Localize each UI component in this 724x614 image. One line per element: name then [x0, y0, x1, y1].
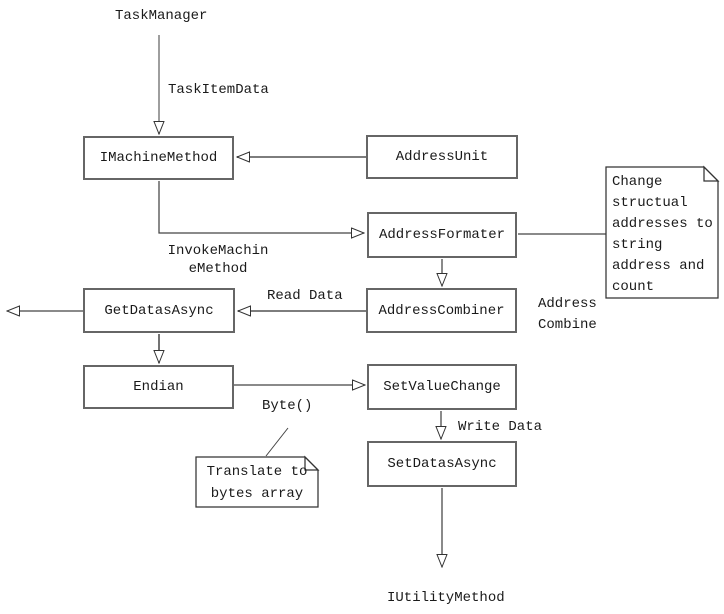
node-getdatasasync: GetDatasAsync [83, 288, 235, 333]
node-addresscombiner: AddressCombiner [366, 288, 517, 333]
note-change-structual-shape [605, 166, 719, 299]
edge-label-byte: Byte() [262, 398, 313, 414]
edge-label-writedata: Write Data [458, 419, 543, 435]
node-setvaluechange: SetValueChange [367, 364, 517, 410]
note-translate-bytes-text: Translate to bytes array [206, 464, 308, 502]
edge-label-invokemachinemethod: InvokeMachin eMethod [167, 243, 269, 277]
node-iutilitymethod-label: IUtilityMethod [387, 590, 505, 606]
node-addressformater: AddressFormater [367, 212, 517, 258]
edge-label-readdata: Read Data [267, 288, 343, 304]
node-addressunit: AddressUnit [366, 135, 518, 179]
edge-label-addresscombine: Address Combine [538, 296, 597, 333]
note-translate-bytes-fold-icon [304, 455, 320, 471]
edge-label-taskitemdata: TaskItemData [168, 82, 269, 98]
edge-imachinemethod-to-addressformater [158, 181, 364, 233]
note-change-structual-text: Change structual addresses to string add… [612, 174, 713, 295]
node-imachinemethod: IMachineMethod [83, 136, 234, 180]
node-taskmanager-label: TaskManager [115, 8, 208, 24]
note-change-structual-fold-icon [703, 165, 720, 182]
node-setdatasasync: SetDatasAsync [367, 441, 517, 487]
node-endian: Endian [83, 365, 234, 409]
note-translate-bytes-callout-line [265, 427, 289, 457]
note-translate-bytes-shape [195, 456, 319, 508]
